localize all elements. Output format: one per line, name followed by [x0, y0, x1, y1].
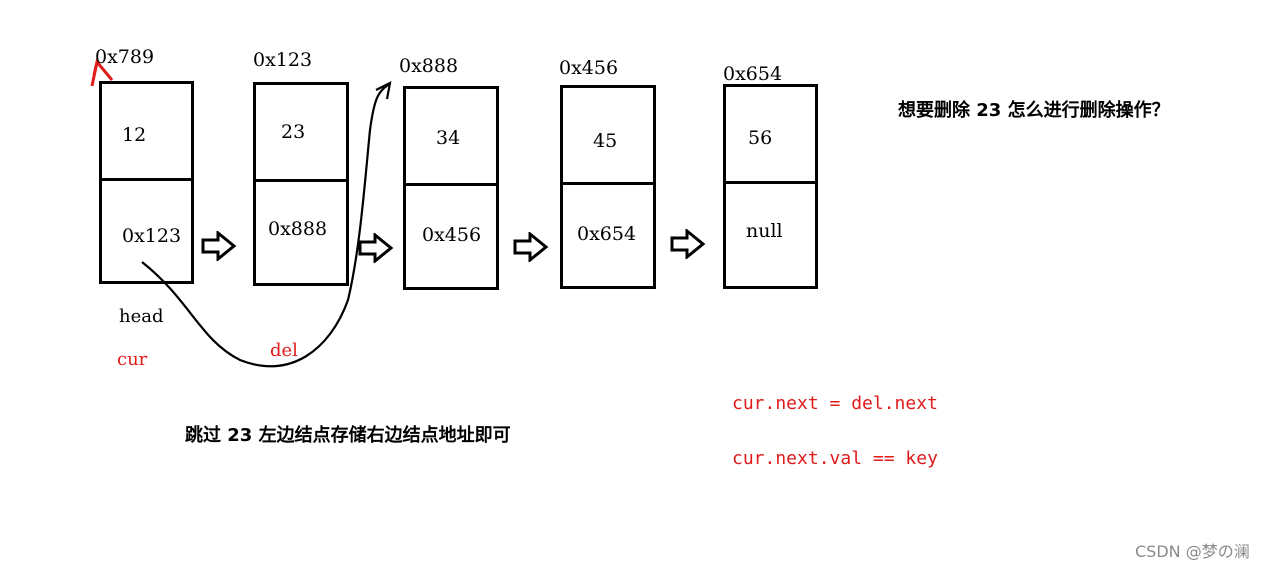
- node-value: 12: [122, 124, 147, 146]
- skip-curve-arrow: [141, 83, 391, 368]
- right-arrow-icon: [201, 231, 237, 261]
- right-arrow-icon: [670, 229, 706, 259]
- node-value-cell: 23: [253, 82, 349, 182]
- node-address: 0x789: [95, 46, 155, 68]
- node-address: 0x888: [399, 55, 459, 77]
- node-next: null: [746, 220, 783, 242]
- node-value: 23: [281, 121, 306, 143]
- node-next: 0x654: [577, 223, 637, 245]
- node-value-cell: 34: [403, 86, 499, 186]
- node-next-cell: null: [723, 181, 818, 289]
- skip-curve-arrowhead: [375, 81, 392, 100]
- right-arrow-icon: [513, 232, 549, 262]
- node-address: 0x654: [723, 63, 783, 85]
- list-node: 12 0x123: [99, 81, 194, 284]
- watermark: CSDN @梦の澜: [1135, 542, 1250, 561]
- list-node: 23 0x888: [253, 82, 349, 286]
- head-marker-icon: [90, 58, 114, 87]
- node-value-cell: 45: [560, 85, 656, 185]
- node-next-cell: 0x123: [99, 178, 194, 284]
- node-next: 0x888: [268, 218, 328, 240]
- node-next-cell: 0x888: [253, 179, 349, 286]
- del-label: del: [270, 340, 298, 361]
- head-label: head: [119, 306, 164, 327]
- code-line-1: cur.next = del.next: [732, 393, 938, 414]
- node-next-cell: 0x654: [560, 182, 656, 289]
- node-value: 34: [436, 127, 461, 149]
- node-value: 56: [748, 127, 773, 149]
- node-next-cell: 0x456: [403, 183, 499, 290]
- node-next: 0x456: [422, 224, 482, 246]
- node-value: 45: [593, 130, 618, 152]
- list-node: 45 0x654: [560, 85, 656, 289]
- node-address: 0x456: [559, 57, 619, 79]
- node-next: 0x123: [122, 225, 182, 247]
- node-address: 0x123: [253, 49, 313, 71]
- question-text: 想要删除 23 怎么进行删除操作？: [898, 100, 1170, 121]
- cur-label: cur: [117, 349, 148, 370]
- list-node: 56 null: [723, 84, 818, 289]
- list-node: 34 0x456: [403, 86, 499, 290]
- right-arrow-icon: [358, 233, 394, 263]
- code-line-2: cur.next.val == key: [732, 448, 938, 469]
- explanation-text: 跳过 23 左边结点存储右边结点地址即可: [185, 425, 511, 446]
- node-value-cell: 12: [99, 81, 194, 181]
- node-value-cell: 56: [723, 84, 818, 184]
